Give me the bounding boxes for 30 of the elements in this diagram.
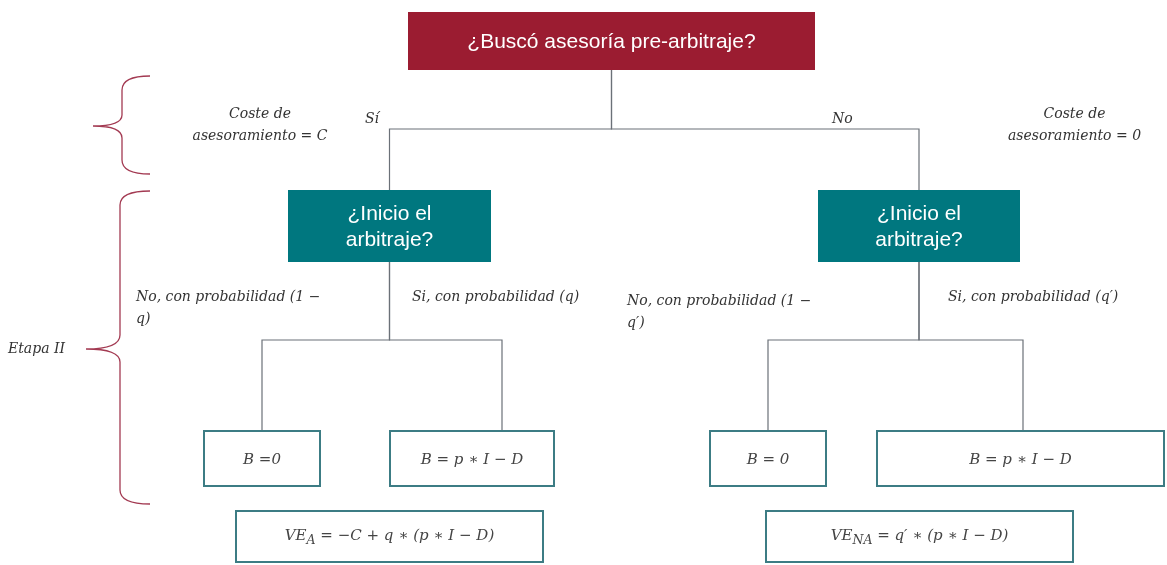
edge-label: Sí [365,109,381,128]
formula-text: B = p ∗ I − D [420,449,524,468]
edge-label: Si, con probabilidad (q) [412,287,581,306]
edge-label: Si, con probabilidad (q′) [948,287,1120,306]
formula-text: B = p ∗ I − D [969,449,1072,468]
question-text: ¿Inicio el arbitraje? [344,199,435,252]
question-text: ¿Inicio el arbitraje? [874,199,964,252]
outcome-box [203,430,321,487]
outcome-box [235,510,544,563]
formula-text: B = 0 [746,449,790,468]
formula-text: VE$_{A}$ = −C + q ∗ (p ∗ I − D) [284,526,495,547]
formula-text: B =0 [243,449,281,468]
cost-note: Coste de asesoramiento = 0 [1006,104,1143,145]
outcome-box [709,430,827,487]
edge-label: No, con probabilidad (1 − q) [136,287,321,328]
edge-label: No [832,109,854,128]
stage-label: Etapa II [8,339,66,358]
question-text: ¿Buscó asesoría pre-arbitraje? [467,29,756,53]
cost-note: Coste de asesoramiento = C [191,104,329,145]
edge-label: No, con probabilidad (1 − q′) [627,291,813,332]
outcome-box [765,510,1074,563]
decision-box [288,190,491,262]
outcome-box [876,430,1165,487]
tree-branch-line [610,69,920,191]
decision-box [818,190,1020,262]
tree-branch-line [388,261,503,431]
question-box [408,12,815,70]
tree-branch-line [918,261,1024,431]
formula-text: VE$_{NA}$ = q′ ∗ (p ∗ I − D) [830,526,1009,547]
outcome-box [389,430,555,487]
